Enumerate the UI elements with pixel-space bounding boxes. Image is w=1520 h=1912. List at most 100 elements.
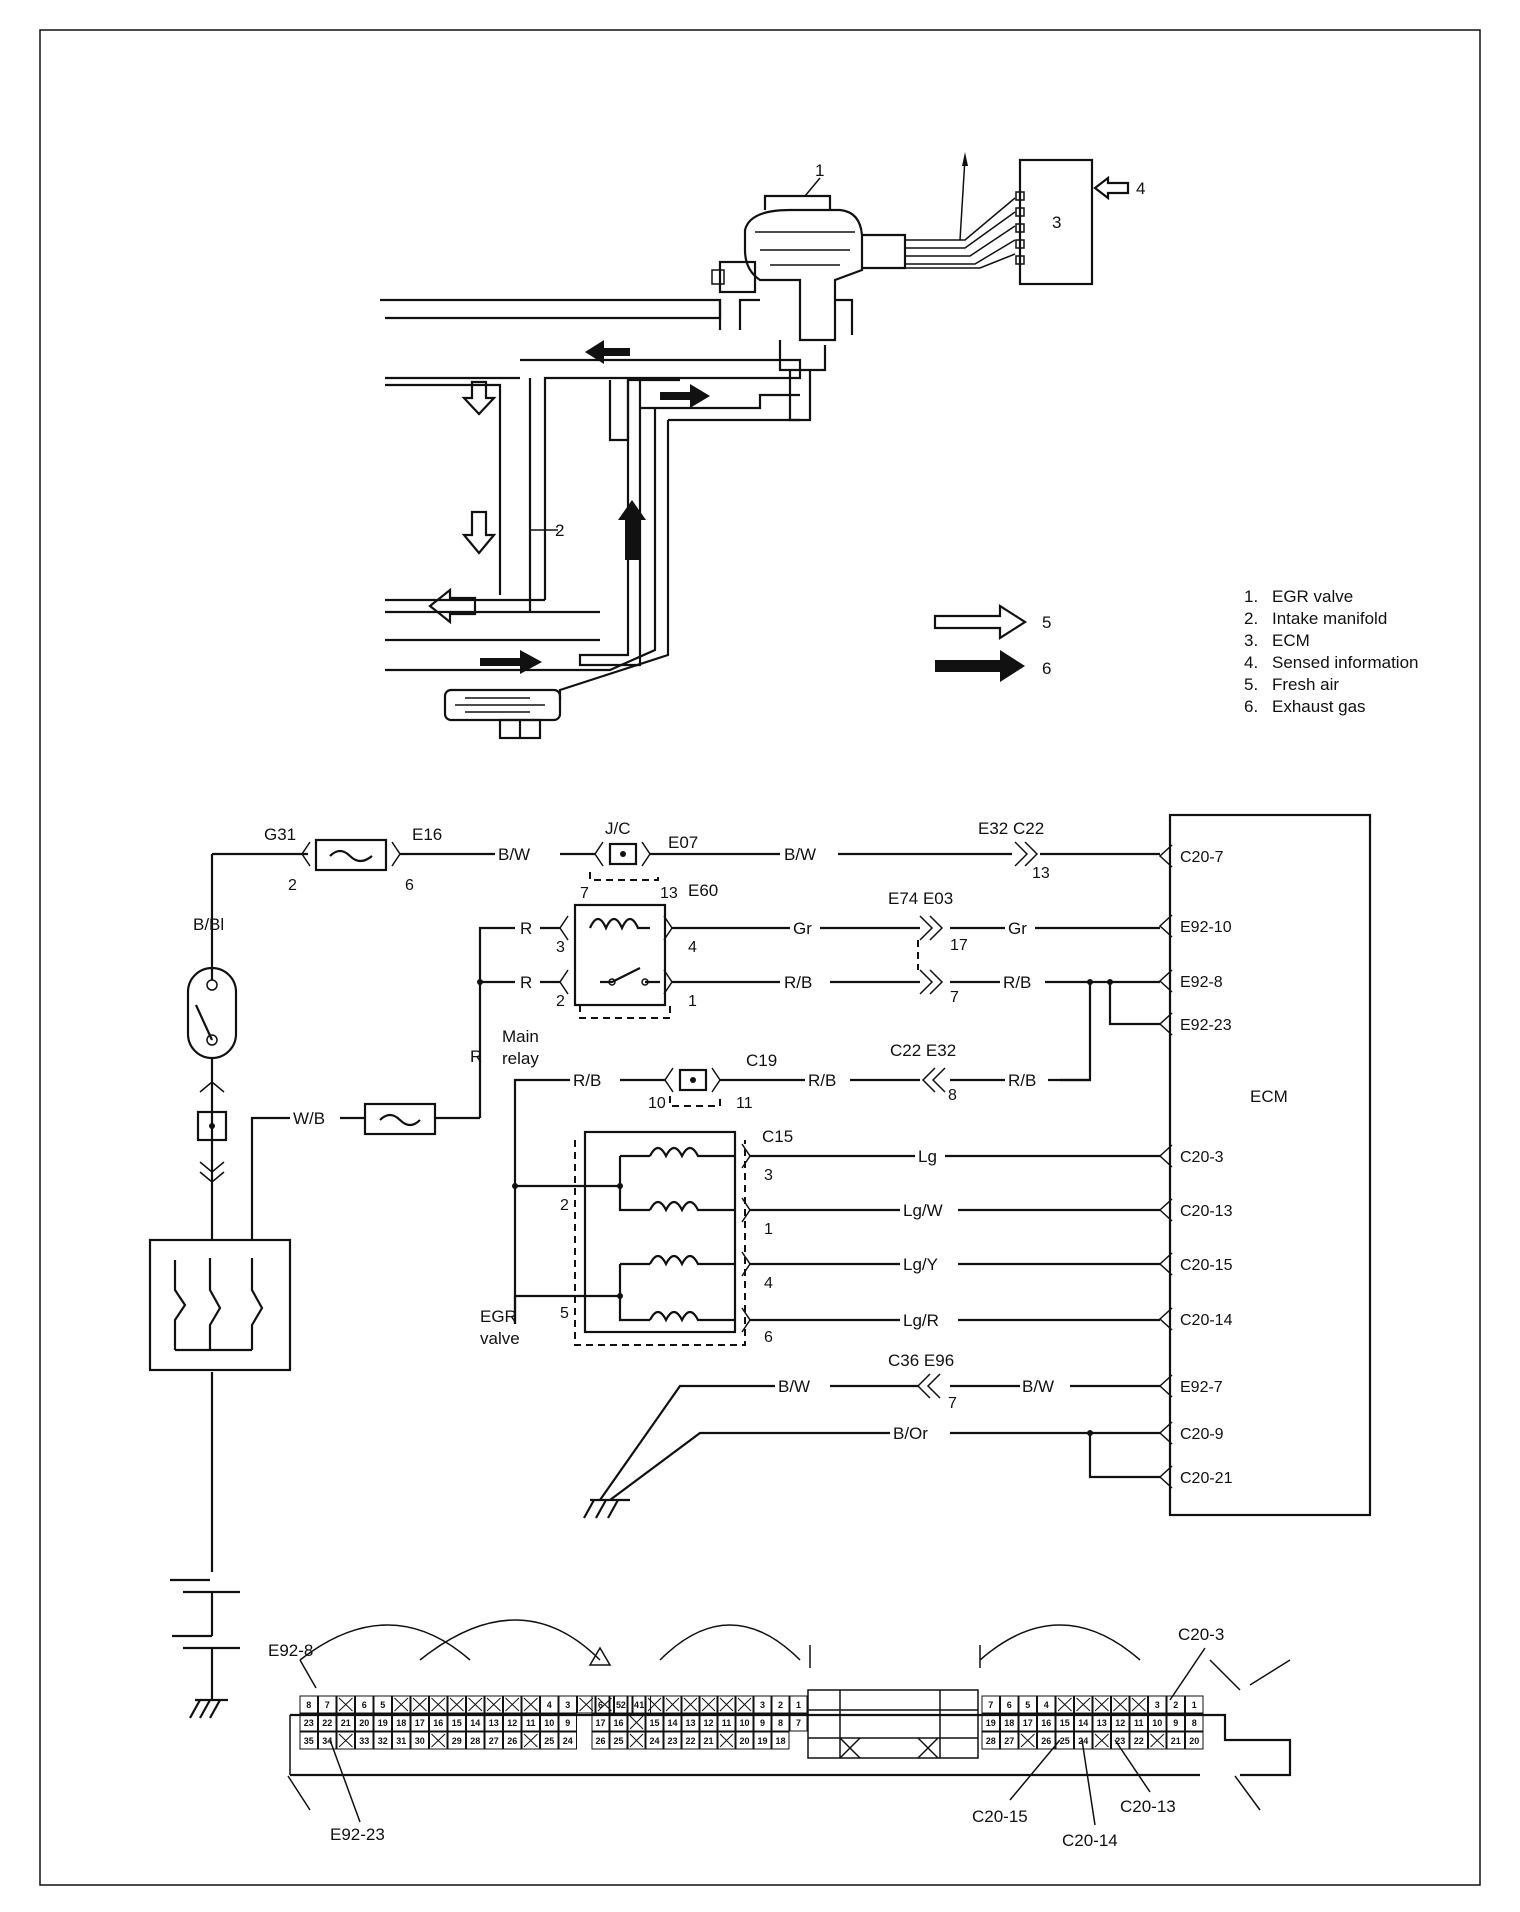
connector-cavity-e92 [336, 1695, 355, 1714]
connector-pin-number: 33 [359, 1736, 369, 1746]
wire-rb-1: R/B [784, 973, 812, 992]
connector-cavity-c20 [1185, 1713, 1204, 1732]
connector-pin-number: 25 [1060, 1736, 1070, 1746]
ground-symbol-left [189, 1698, 228, 1719]
connector-pin-number: 13 [1097, 1718, 1107, 1728]
connector-cavity-emid [591, 1695, 610, 1714]
connector-cavity-emid [735, 1695, 754, 1714]
connector-pin-number: 4 [1044, 1700, 1049, 1710]
fresh-air-arrow-3 [428, 587, 477, 625]
connector-blank-cavity [1094, 1697, 1109, 1712]
connector-pin-number: 23 [1115, 1736, 1125, 1746]
svg-text:7: 7 [580, 885, 589, 902]
main-relay [573, 903, 667, 1007]
connector-pin-number: 9 [565, 1718, 570, 1728]
connector-pin-number: 28 [470, 1736, 480, 1746]
connector-pin-number: 7 [325, 1700, 330, 1710]
connector-pin-number: 1 [639, 1700, 644, 1710]
egr-feed-wire [513, 1078, 665, 1324]
connector-cavity-emid [609, 1695, 628, 1714]
intake-runner-outer [520, 358, 802, 600]
connector-cavity-e92 [447, 1695, 466, 1714]
connector-cavity-emid [627, 1695, 646, 1714]
connector-cavity-e92 [299, 1713, 318, 1732]
svg-text:1: 1 [764, 1221, 773, 1238]
connector-cavity-e92 [410, 1731, 429, 1750]
svg-text:10: 10 [648, 1095, 666, 1112]
exhaust-arrow-3 [618, 500, 646, 560]
connector-cavity-emid [753, 1695, 772, 1714]
connector-cavity-e92 [540, 1695, 559, 1714]
connector-cavity-emid [771, 1713, 790, 1732]
connector-blank-cavity [1094, 1733, 1109, 1748]
connector-cavity-emid [591, 1713, 610, 1732]
egr-valve-illustration [711, 152, 1016, 422]
ecm-pin-c20-7: C20-7 [1180, 849, 1224, 866]
connector-pin-number: 20 [739, 1736, 749, 1746]
page-border [39, 29, 1481, 1886]
callout-e92-23: E92-23 [330, 1825, 385, 1844]
connector-pin-number: 26 [507, 1736, 517, 1746]
main-fuse-box [148, 1238, 292, 1372]
connector-cavity-c20 [1185, 1695, 1204, 1714]
svg-text:R: R [470, 1047, 482, 1066]
wire-lg: Lg [918, 1147, 937, 1166]
svg-text:3: 3 [764, 1167, 773, 1184]
exhaust-arrow-1 [585, 340, 630, 364]
connector-blank-cavity [412, 1697, 427, 1712]
connector-cavity-emid [699, 1695, 718, 1714]
wire-wb: W/B [293, 1109, 325, 1128]
svg-text:2: 2 [556, 993, 565, 1010]
connector-pin-number: 9 [1173, 1718, 1178, 1728]
connector-pin-number: 17 [1023, 1718, 1033, 1728]
connector-pin-number: 8 [1192, 1718, 1197, 1728]
connector-blank-cavity [1020, 1733, 1035, 1748]
callout-e92-8: E92-8 [268, 1641, 313, 1660]
connector-cavity-c20 [1018, 1731, 1037, 1750]
connector-pin-number: 6 [598, 1700, 603, 1710]
connector-cavity-c20 [1129, 1695, 1148, 1714]
fresh-air-arrow-1 [461, 380, 497, 416]
connector-pin-number: 28 [986, 1736, 996, 1746]
connector-cavity-e92 [373, 1695, 392, 1714]
connector-pin-number: 2 [778, 1700, 783, 1710]
connector-pin-number: 22 [685, 1736, 695, 1746]
connector-cavity-emid [699, 1713, 718, 1732]
connector-cavity-c20 [1148, 1731, 1167, 1750]
connector-cavity-c20 [1018, 1695, 1037, 1714]
svg-text:4: 4 [764, 1275, 773, 1292]
svg-text:6: 6 [405, 877, 414, 894]
egr-valve-label-1: EGR [480, 1307, 517, 1326]
connector-cavity-c20 [1037, 1695, 1056, 1714]
connector-blank-cavity [579, 1697, 594, 1712]
connector-cavity-c20 [1148, 1713, 1167, 1732]
connector-pin-number: 16 [1041, 1718, 1051, 1728]
legend-fresh-air-arrow [933, 603, 1028, 641]
svg-text:13: 13 [660, 885, 678, 902]
ecm-pin-e92-8: E92-8 [1180, 974, 1223, 991]
callout-4: 4 [1136, 179, 1145, 198]
egr-coil-4 [649, 1310, 735, 1323]
ecm-pin-e92-7: E92-7 [1180, 1379, 1223, 1396]
connector-cavity-c20 [1185, 1731, 1204, 1750]
connector-cavity-e92 [577, 1695, 596, 1714]
wire-b-or: B/Or [893, 1424, 928, 1443]
connector-pin-number: 12 [507, 1718, 517, 1728]
connector-pin-number: 14 [470, 1718, 480, 1728]
connector-cavity-e92 [447, 1713, 466, 1732]
connector-cavity-emid [681, 1731, 700, 1750]
connector-pin-number: 22 [1134, 1736, 1144, 1746]
connector-cavity-emid [717, 1713, 736, 1732]
connector-pin-number: 5 [380, 1700, 385, 1710]
connector-cavity-c20 [981, 1713, 1000, 1732]
connector-pin-number: 19 [757, 1736, 767, 1746]
exhaust-pipe-inner [385, 408, 657, 672]
svg-text:13: 13 [1032, 865, 1050, 882]
connector-pin-number: 11 [1134, 1718, 1144, 1728]
connector-cavity-e92 [410, 1713, 429, 1732]
connector-pin-number: 15 [649, 1718, 659, 1728]
connector-cavity-c20 [1129, 1731, 1148, 1750]
ecm-pin-e92-23: E92-23 [1180, 1017, 1232, 1034]
connector-pin-number: 26 [1041, 1736, 1051, 1746]
fresh-air-arrow-2 [461, 510, 497, 555]
